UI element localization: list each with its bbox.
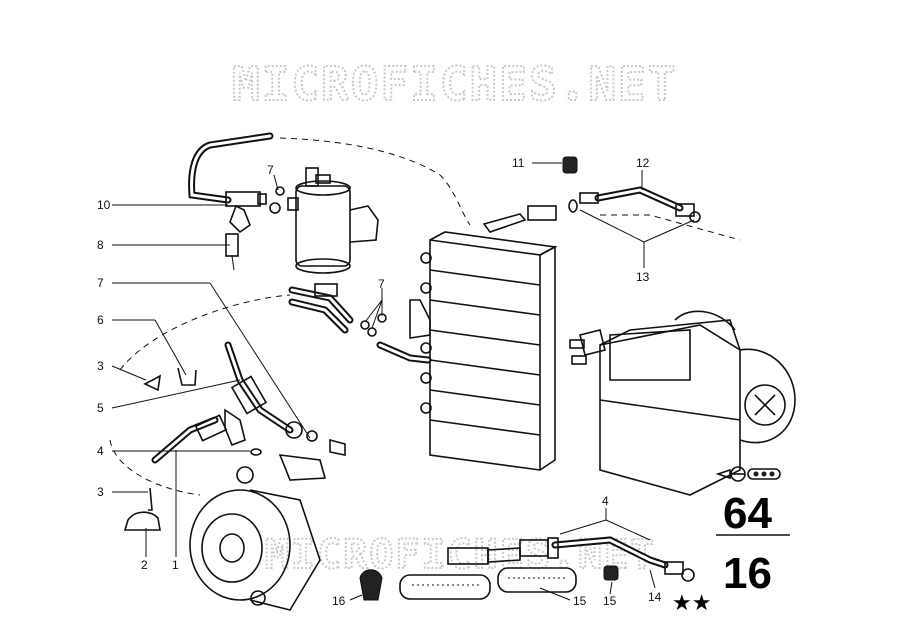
clip-part-2 [123, 511, 161, 531]
clip-part-16 [359, 569, 383, 601]
callout-7-left: 7 [97, 276, 104, 290]
callout-3-lower: 3 [97, 485, 104, 499]
body-outline-dash [279, 137, 471, 226]
ring-part-4-left [250, 448, 262, 456]
stars-icon: ★★ [672, 591, 711, 616]
core-connections [288, 283, 432, 364]
callout-2: 2 [141, 558, 148, 572]
screw-part-3-upper [143, 374, 162, 392]
callout-5: 5 [97, 401, 104, 415]
callout-6: 6 [97, 313, 104, 327]
evaporator-housing [569, 310, 796, 496]
body-outline-dash-left [119, 294, 291, 371]
callout-14: 15 [603, 594, 617, 608]
screw-part-3-lower [148, 487, 153, 511]
group-sub-number: 16 [723, 549, 772, 598]
bracket-middle [278, 454, 327, 481]
hose-part-9 [188, 132, 274, 207]
callout-9: 10 [97, 198, 111, 212]
callout-10: 11 [512, 156, 525, 170]
watermark-top: MICROFICHES.NET [232, 57, 677, 111]
body-outline-dash-right [600, 214, 741, 241]
condenser-core [420, 231, 558, 471]
callout-3-upper: 3 [97, 359, 104, 373]
callout-12: 13 [636, 270, 650, 284]
callout-15: 15 [573, 594, 587, 608]
callout-4-bottom: 4 [602, 494, 609, 508]
bracket-small [329, 438, 346, 456]
callout-11: 12 [636, 156, 650, 170]
leader-lines [111, 162, 790, 601]
callout-13: 14 [648, 590, 662, 604]
fitting-part-12 [482, 205, 557, 233]
callout-8: 8 [97, 238, 104, 252]
callout-1: 1 [172, 558, 179, 572]
body-outline-dash-lower [109, 439, 201, 496]
receiver-drier [287, 167, 379, 274]
hose-part-11 [568, 186, 701, 223]
cap-part-14 [603, 565, 619, 581]
group-main-number: 64 [723, 489, 772, 538]
cap-part-10 [562, 156, 578, 174]
callout-7-mid: 7 [378, 277, 385, 291]
hose-part-4-bottom [447, 536, 695, 582]
callout-4-left: 4 [97, 444, 104, 458]
bracket-part-6 [177, 367, 197, 386]
callout-16: 16 [332, 594, 346, 608]
o-ring-small-top [269, 202, 281, 214]
callout-7-top: 7 [267, 163, 274, 177]
group-badge-icon [715, 466, 781, 482]
o-ring-part-7-top [275, 186, 285, 196]
sleeve-part-15 [399, 567, 577, 600]
hose-part-5 [224, 341, 318, 442]
compressor [189, 466, 321, 611]
fitting-part-8 [225, 204, 251, 271]
hose-part-1 [151, 408, 246, 464]
